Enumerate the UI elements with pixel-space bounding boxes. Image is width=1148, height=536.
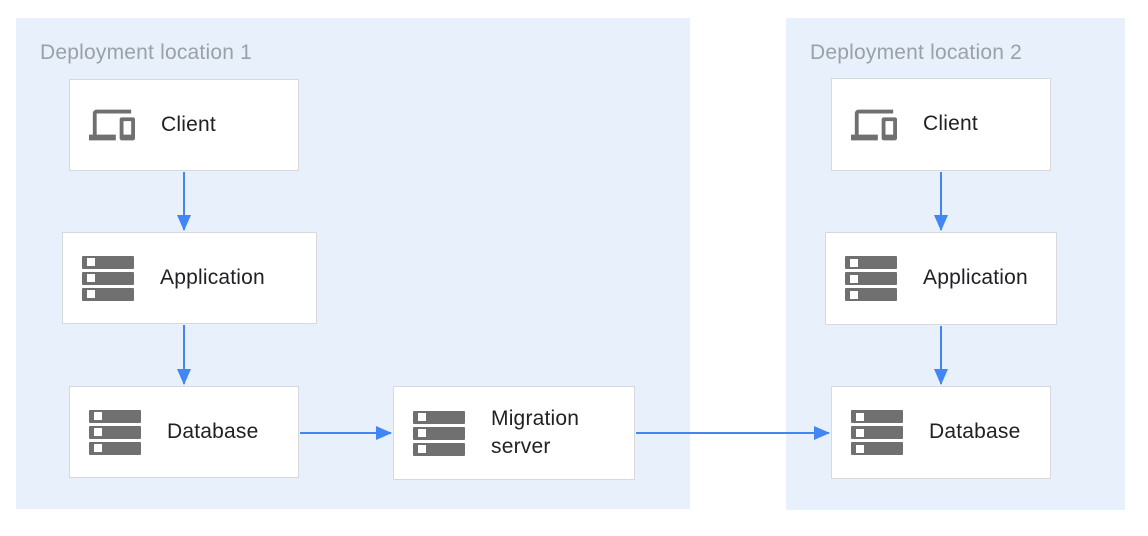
node-database-1: Database — [69, 386, 299, 478]
server-stack-icon — [845, 256, 897, 301]
node-database-2: Database — [831, 386, 1051, 479]
node-client-1: Client — [69, 79, 299, 171]
node-label: Database — [929, 420, 1021, 444]
deployment-location-2-label: Deployment location 2 — [810, 41, 1022, 64]
server-stack-icon — [82, 255, 134, 301]
devices-icon — [851, 109, 897, 140]
node-application-2: Application — [825, 232, 1057, 325]
node-label: Client — [923, 112, 978, 136]
node-client-2: Client — [831, 78, 1051, 171]
node-label: Application — [160, 265, 265, 289]
node-label: Application — [923, 266, 1028, 290]
node-label: Database — [167, 419, 259, 443]
server-stack-icon — [851, 410, 903, 455]
node-migration-server: Migration server — [393, 386, 635, 480]
server-stack-icon — [89, 409, 141, 455]
node-label: Migration server — [491, 406, 580, 458]
server-stack-icon — [413, 410, 465, 456]
devices-icon — [89, 109, 135, 141]
node-label: Client — [161, 112, 216, 136]
node-application-1: Application — [62, 232, 317, 324]
deployment-location-1-label: Deployment location 1 — [40, 41, 252, 64]
